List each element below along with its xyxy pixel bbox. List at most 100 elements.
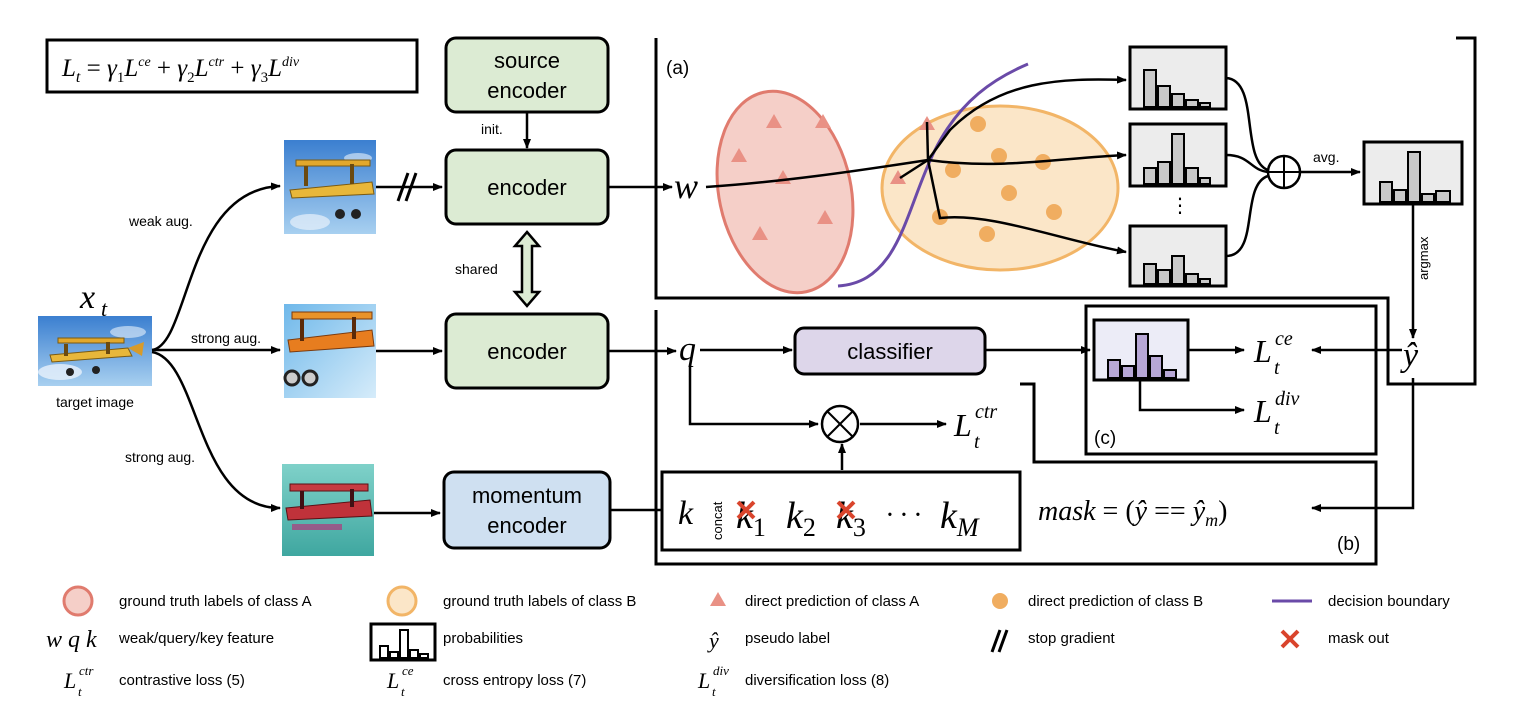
classifier-box: classifier: [793, 326, 987, 376]
hist3-to-sum: [1225, 174, 1269, 258]
path-to-hist-1: [926, 75, 1127, 161]
svg-text:t: t: [401, 684, 405, 699]
encoder-mid-label: encoder: [487, 339, 567, 364]
legend-boundary: decision boundary: [1328, 593, 1450, 610]
weak-aug-label: weak aug.: [128, 213, 193, 229]
legend-triangle-icon: [710, 592, 726, 606]
legend-stop: stop gradient: [1028, 630, 1116, 647]
strong-aug-arrow-2: [151, 350, 281, 512]
weak-aug-image: [284, 140, 376, 234]
svg-text:L: L: [1253, 333, 1272, 369]
target-image-caption: target image: [56, 394, 134, 410]
avg-label: avg.: [1313, 149, 1339, 165]
w-to-cluster-path: [705, 158, 929, 189]
shared-label: shared: [455, 261, 498, 277]
yhat-to-mask-arrow: [1311, 378, 1415, 512]
svg-text:ce: ce: [402, 663, 414, 678]
svg-text:t: t: [1274, 357, 1280, 379]
input-subscript: t: [101, 296, 108, 321]
svg-text:kM: kM: [940, 495, 980, 542]
feature-q: q: [679, 331, 696, 368]
svg-text:div: div: [1275, 388, 1300, 410]
legend-pred-a: direct prediction of class A: [745, 593, 919, 610]
svg-text:L: L: [1253, 393, 1272, 429]
encoder-top-label: encoder: [487, 175, 567, 200]
legend-stop-gradient-icon: [990, 629, 1009, 653]
legend-class-a-circle-icon: [62, 585, 94, 617]
panel-c-label: (c): [1094, 428, 1116, 449]
classifier-probabilities: [1092, 318, 1190, 382]
q-to-product-arrow: [688, 366, 819, 428]
probs-to-div-arrow: [1138, 380, 1245, 414]
legend-yhat-symbol: ŷ: [707, 628, 719, 653]
svg-text:L: L: [697, 668, 710, 693]
histogram-2: [1128, 122, 1228, 188]
concat-label: concat: [710, 501, 725, 540]
legend-ce: cross entropy loss (7): [443, 672, 586, 689]
mask-out-icon-2: [836, 500, 856, 520]
source-encoder-line1: source: [494, 48, 560, 73]
svg-text:div: div: [713, 663, 729, 678]
loss-div: L t div: [1253, 388, 1300, 439]
input-x-t: x t: [79, 279, 108, 321]
loss-formula: Lt = γ1Lce + γ2Lctr + γ3Ldiv: [61, 55, 300, 86]
init-label: init.: [481, 121, 503, 137]
histogram-3: [1128, 224, 1228, 288]
svg-text:L: L: [953, 407, 972, 443]
svg-text:· · ·: · · ·: [886, 500, 921, 531]
augmentation-branches: [151, 182, 281, 512]
hist1-to-sum: [1225, 76, 1269, 172]
loss-formula-box: Lt = γ1Lce + γ2Lctr + γ3Ldiv: [45, 38, 419, 94]
svg-text:t: t: [712, 684, 716, 699]
target-image: [38, 316, 152, 386]
legend-div: diversification loss (8): [745, 672, 889, 689]
svg-text:k2: k2: [786, 495, 816, 542]
source-encoder-line2: encoder: [487, 78, 567, 103]
loss-ce: L t ce: [1253, 328, 1293, 379]
legend-ce-symbol: L t ce: [386, 663, 414, 699]
feature-k: k: [678, 495, 694, 532]
legend-wqk-symbols: w q k: [46, 627, 97, 653]
legend-pseudo: pseudo label: [745, 630, 830, 647]
shared-double-arrow-icon: [512, 230, 542, 308]
avg-histogram: [1362, 140, 1464, 206]
path-to-hist-3: [926, 159, 1127, 255]
strong-aug-label-1: strong aug.: [191, 330, 261, 346]
svg-text:ctr: ctr: [79, 663, 94, 678]
mask-out-icon-1: [736, 500, 756, 520]
legend: ground truth labels of class A ground tr…: [46, 585, 1450, 699]
momentum-encoder-line1: momentum: [472, 483, 582, 508]
panel-c-frame: [1084, 304, 1378, 456]
panel-b-label: (b): [1337, 534, 1360, 555]
svg-text:t: t: [1274, 417, 1280, 439]
strong-aug-label-2: strong aug.: [125, 449, 195, 465]
sum-operator-icon: [1266, 154, 1302, 190]
legend-wqk: weak/query/key feature: [118, 630, 274, 647]
class-b-cluster: [880, 104, 1120, 272]
svg-text:L: L: [386, 668, 399, 693]
legend-mask-out-icon: [1280, 629, 1300, 649]
legend-probabilities-icon: [369, 622, 437, 662]
panel-a-frame: [654, 36, 1477, 386]
panel-a-label: (a): [666, 58, 689, 79]
classifier-label: classifier: [847, 339, 933, 364]
legend-div-symbol: L t div: [697, 663, 729, 699]
product-operator-icon: [820, 404, 860, 444]
legend-ctr: contrastive loss (5): [119, 672, 245, 689]
argmax-label: argmax: [1416, 236, 1431, 280]
stop-gradient-icon: [396, 172, 418, 202]
loss-ctr: L t ctr: [953, 401, 997, 453]
legend-ctr-symbol: L t ctr: [63, 663, 94, 699]
input-symbol: x: [79, 279, 95, 316]
triangle-link: [925, 121, 930, 161]
legend-pred-b: direct prediction of class B: [1028, 593, 1203, 610]
feature-w: w: [674, 166, 698, 206]
class-a-cluster: [715, 89, 855, 295]
histogram-ellipsis: ⋮: [1170, 195, 1190, 217]
weak-aug-arrow: [151, 182, 281, 352]
svg-text:t: t: [78, 684, 82, 699]
svg-text:ctr: ctr: [975, 401, 997, 423]
legend-mask: mask out: [1328, 630, 1390, 647]
pseudo-label-yhat: ŷ: [1400, 337, 1419, 374]
